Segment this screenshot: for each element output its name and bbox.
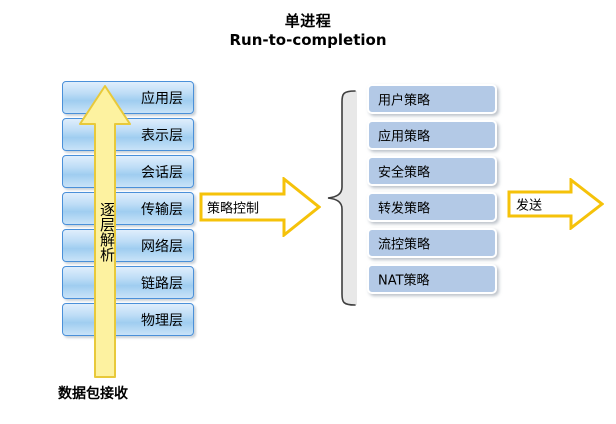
policy-stack: 用户策略 应用策略 安全策略 转发策略 流控策略 NAT策略 [367,84,499,300]
osi-layer-label: 会话层 [141,164,183,181]
osi-layer-label: 网络层 [141,238,183,255]
policy-control-label: 策略控制 [207,201,260,217]
policy-label: NAT策略 [378,273,430,289]
osi-layer-box-application[interactable]: 应用层 [62,81,194,114]
osi-layer-label: 表示层 [141,127,183,144]
osi-layer-label: 传输层 [141,201,183,218]
osi-layer-box-datalink[interactable]: 链路层 [62,266,194,299]
osi-layer-box-physical[interactable]: 物理层 [62,303,194,336]
policy-label: 用户策略 [378,93,431,109]
osi-layer-box-transport[interactable]: 传输层 [62,192,194,225]
policy-label: 转发策略 [378,201,431,217]
bottom-caption: 数据包接收 [58,386,128,402]
policy-box-security[interactable]: 安全策略 [367,156,497,186]
policy-box-forwarding[interactable]: 转发策略 [367,192,497,222]
up-arrow-icon: 逐层解析 [78,84,132,379]
policy-label: 流控策略 [378,237,431,253]
policy-box-nat[interactable]: NAT策略 [367,264,497,294]
right-arrow-send-icon[interactable]: 发送 [507,178,604,230]
osi-layer-box-network[interactable]: 网络层 [62,229,194,262]
osi-layer-label: 物理层 [141,312,183,329]
policy-box-flow-control[interactable]: 流控策略 [367,228,497,258]
policy-label: 安全策略 [378,165,431,181]
up-arrow-label: 逐层解析 [98,202,116,262]
diagram-title: 单进程 Run-to-completion [0,12,616,50]
policy-label: 应用策略 [378,129,431,145]
osi-layer-stack: 应用层 表示层 会话层 传输层 网络层 链路层 物理层 [62,81,196,340]
right-arrow-policy-control-icon[interactable]: 策略控制 [199,177,321,237]
title-line-chinese: 单进程 [284,12,332,30]
send-label: 发送 [516,198,543,214]
title-line-english: Run-to-completion [229,30,387,49]
left-curly-brace-icon [325,88,359,308]
osi-layer-label: 链路层 [141,275,183,292]
osi-layer-box-session[interactable]: 会话层 [62,155,194,188]
osi-layer-label: 应用层 [141,90,183,107]
policy-box-user[interactable]: 用户策略 [367,84,497,114]
policy-box-application[interactable]: 应用策略 [367,120,497,150]
